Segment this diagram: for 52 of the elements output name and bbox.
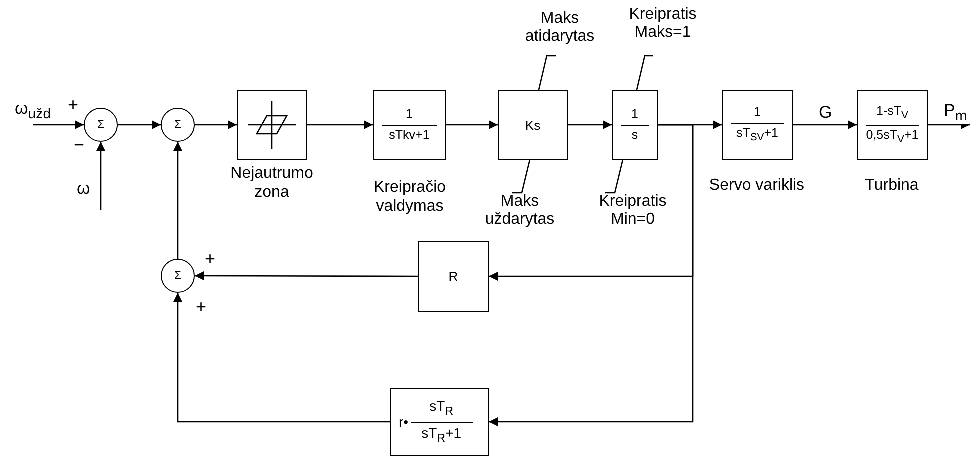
leader-line bbox=[605, 160, 624, 194]
gain-factor: r• bbox=[399, 414, 409, 430]
sign-label: + bbox=[68, 96, 79, 114]
signal-label: G bbox=[818, 104, 834, 121]
arrow bbox=[96, 142, 106, 210]
transfer-function-block bbox=[373, 90, 446, 160]
summing-junction: Σ bbox=[161, 108, 195, 142]
arrow bbox=[568, 120, 612, 130]
denominator: sTkv+1 bbox=[388, 128, 431, 142]
sign-label: + bbox=[196, 298, 207, 316]
arrow bbox=[118, 120, 161, 130]
numerator: 1 bbox=[405, 108, 414, 123]
sign-label: − bbox=[74, 136, 85, 154]
annotation-text: Maks atidarytas bbox=[524, 10, 596, 47]
block-caption: Servo variklis bbox=[708, 176, 806, 196]
numerator: 1 bbox=[753, 106, 762, 122]
arrow bbox=[307, 120, 373, 130]
transfer-function-block bbox=[612, 90, 658, 160]
gain-block: Ks bbox=[498, 90, 568, 160]
numerator: 1 bbox=[630, 108, 640, 123]
annotation-text: Kreipratis Maks=1 bbox=[628, 6, 698, 43]
arrow bbox=[446, 120, 498, 130]
annotation-text: Maks uždarytas bbox=[484, 193, 556, 230]
arrow bbox=[174, 293, 390, 423]
leader-line bbox=[538, 55, 556, 90]
annotation-text: Kreipratis Min=0 bbox=[598, 193, 668, 230]
denominator: sT$_{R}$+1 bbox=[420, 426, 463, 446]
arrow bbox=[195, 272, 418, 281]
gain-block: R bbox=[418, 241, 489, 312]
signal-label: P$_{m}$ bbox=[943, 102, 968, 124]
dead-zone-block bbox=[237, 90, 307, 160]
leader-line bbox=[512, 160, 531, 194]
denominator: sT$_{SV}$+1 bbox=[735, 126, 780, 144]
block-caption: Nejautrumo zona bbox=[230, 164, 314, 202]
denominator: s bbox=[630, 128, 640, 142]
sign-label: + bbox=[205, 250, 216, 268]
block-caption: Kreipračio valdymas bbox=[372, 178, 448, 216]
transfer-function-block bbox=[390, 388, 489, 456]
arrow bbox=[793, 120, 857, 130]
arrow bbox=[33, 120, 84, 130]
block-caption: Turbina bbox=[864, 176, 920, 196]
transfer-function-block bbox=[722, 90, 793, 160]
transfer-function-block bbox=[857, 90, 928, 160]
leader-line bbox=[636, 55, 653, 90]
numerator: 1-sT$_{V}$ bbox=[876, 104, 910, 124]
arrow bbox=[195, 120, 237, 130]
summing-junction: Σ bbox=[161, 259, 195, 293]
denominator: 0,5sT$_{V}$+1 bbox=[866, 128, 919, 146]
summing-junction: Σ bbox=[84, 108, 118, 142]
arrow bbox=[174, 142, 182, 259]
numerator: sT$_{R}$ bbox=[428, 398, 455, 420]
arrow bbox=[489, 124, 694, 426]
